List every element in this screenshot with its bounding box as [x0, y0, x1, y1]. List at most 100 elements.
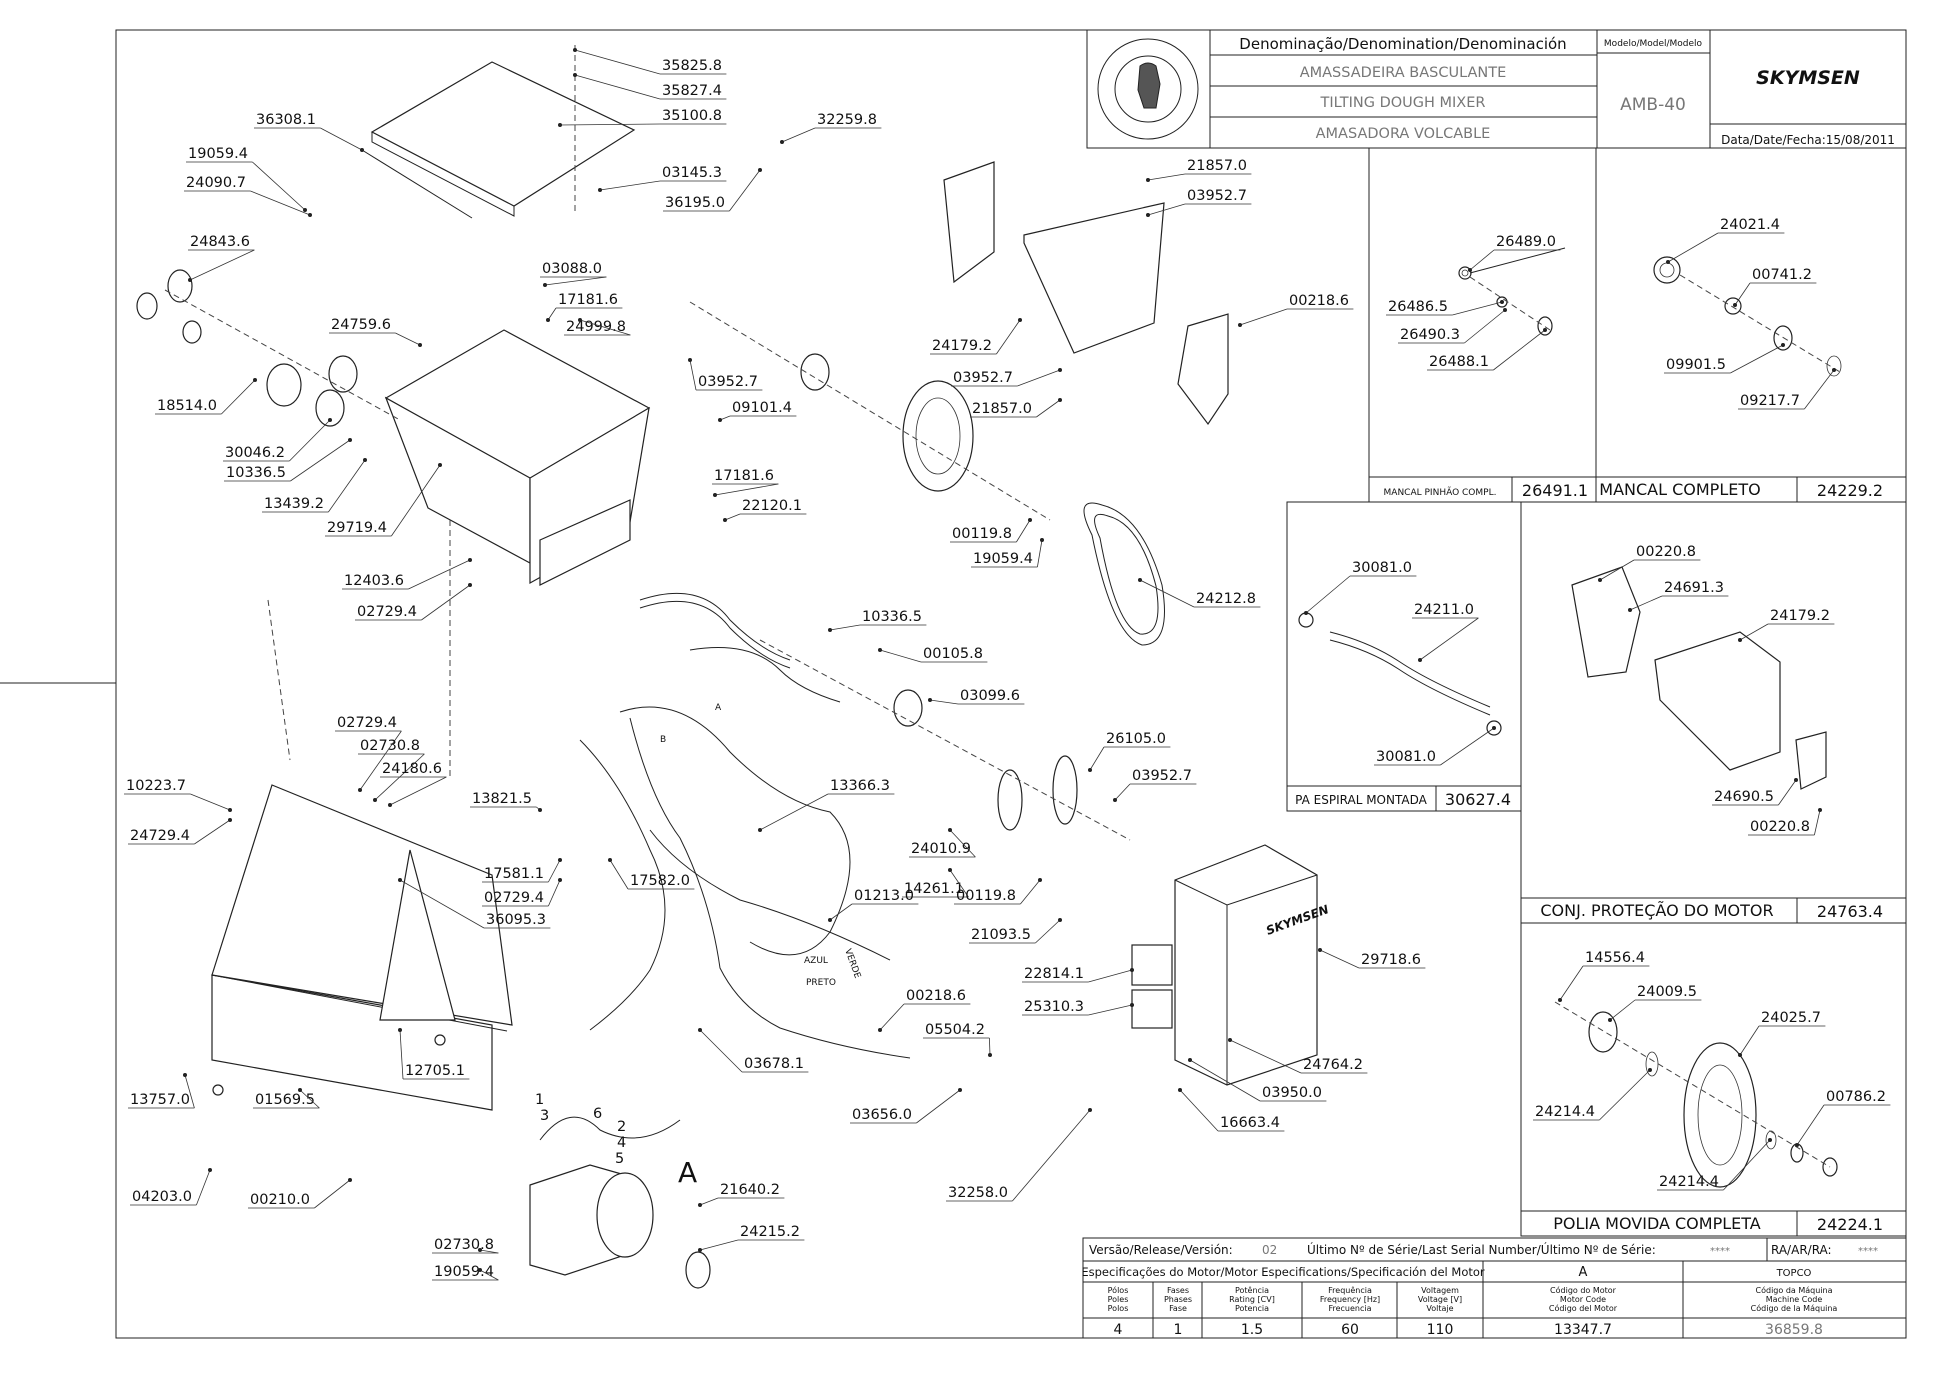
wire-label-verde: VERDE	[842, 948, 862, 981]
panel-mancal-pinhao-label-1-leader-dot	[1500, 300, 1504, 304]
part-label-24179-2-24-leader-dot	[1018, 318, 1022, 322]
denomination-header: Denominação/Denomination/Denominación	[1239, 35, 1566, 53]
panel-protecao-motor-label-3-leader-dot	[1794, 778, 1798, 782]
seal-logo	[1097, 38, 1199, 140]
part-label-03656-0-64-leader-dot	[958, 1088, 962, 1092]
part-label-10336-5-34: 10336.5	[862, 609, 922, 625]
part-label-24180-6-41: 24180.6	[382, 761, 442, 777]
spec-header-2-1: Rating [CV]	[1229, 1295, 1275, 1304]
part-label-00119-8-52-leader-dot	[1038, 878, 1042, 882]
panel-mancal-completo-label-2-leader-dot	[1781, 343, 1785, 347]
panel-protecao-motor-label-1: 24691.3	[1664, 580, 1724, 596]
part-label-36095-3-49: 36095.3	[486, 912, 546, 928]
part-label-21640-2-72-leader	[699, 1197, 719, 1206]
name-es: AMASADORA VOLCABLE	[1316, 126, 1491, 142]
panel-mancal-completo-label-3-leader-dot	[1832, 368, 1836, 372]
mixing-bowl-body	[267, 329, 651, 780]
ra-label: RA/AR/RA:	[1771, 1243, 1832, 1257]
part-label-00210-0-69-leader-dot	[348, 1178, 352, 1182]
spec-header-0-0: Pólos	[1108, 1285, 1129, 1295]
spec-header-4-2: Voltaje	[1426, 1304, 1453, 1313]
part-label-03145-3-6: 03145.3	[662, 165, 722, 181]
part-label-22814-1-57-leader-dot	[1130, 968, 1134, 972]
panel-polia-movida-label-2: 24025.7	[1761, 1010, 1821, 1026]
part-label-16663-4-67-leader	[1179, 1089, 1219, 1132]
part-label-03678-1-63: 03678.1	[744, 1056, 804, 1072]
part-label-10336-5-16-leader-dot	[348, 438, 352, 442]
part-label-12705-1-60-leader-dot	[398, 1028, 402, 1032]
part-label-17181-6-29-leader-dot	[713, 493, 717, 497]
part-label-17582-0-48-leader	[609, 859, 629, 890]
panel-mancal-completo-label-3: 09217.7	[1740, 393, 1800, 409]
part-label-32259-8-4-leader	[781, 127, 816, 143]
part-label-02729-4-39: 02729.4	[337, 715, 397, 731]
panel-mancal-completo-label-2: 09901.5	[1666, 357, 1726, 373]
panel-polia-movida-label-4-leader	[1796, 1104, 1825, 1146]
panel-polia-movida-label-2-leader	[1739, 1025, 1760, 1056]
spec-value-0: 4	[1114, 1322, 1123, 1338]
panel-code-mancal-pinhao: 26491.1	[1522, 481, 1588, 500]
part-label-03952-7-22-leader	[1147, 203, 1186, 216]
panel-protecao-motor-label-2-leader	[1739, 623, 1769, 641]
version-value: 02	[1262, 1243, 1277, 1257]
part-label-13366-3-45-leader-dot	[758, 828, 762, 832]
part-label-35100-8-2: 35100.8	[662, 108, 722, 124]
serial-value: ****	[1710, 1246, 1730, 1257]
part-label-24764-2-65: 24764.2	[1303, 1057, 1363, 1073]
part-label-19059-4-32-leader-dot	[1040, 538, 1044, 542]
spec-header-1-2: Fase	[1169, 1304, 1187, 1313]
panel-polia-movida-label-3-leader-dot	[1648, 1068, 1652, 1072]
part-label-02730-8-40-leader-dot	[373, 798, 377, 802]
panel-label-protecao-motor: CONJ. PROTEÇÃO DO MOTOR	[1540, 901, 1773, 920]
part-label-32259-8-4-leader-dot	[780, 140, 784, 144]
part-label-19059-4-71-leader-dot	[478, 1268, 482, 1272]
part-label-00218-6-55-leader	[879, 1003, 905, 1031]
part-label-03952-7-25-leader	[1017, 369, 1061, 387]
mancal-completo-illustration	[1653, 256, 1842, 377]
part-label-03952-7-38-leader	[1114, 783, 1131, 801]
part-label-29718-6-59: 29718.6	[1361, 952, 1421, 968]
panel-pa-espiral-label-2-leader-dot	[1492, 726, 1496, 730]
part-label-22120-1-30-leader	[724, 513, 741, 521]
part-label-24215-2-73: 24215.2	[740, 1224, 800, 1240]
part-label-03088-0-10-leader	[544, 276, 607, 286]
part-label-13439-2-17-leader	[328, 459, 366, 513]
spec-header-2-0: Potência	[1235, 1285, 1269, 1295]
spec-value-3: 60	[1341, 1322, 1359, 1338]
part-label-36095-3-49-leader-dot	[398, 878, 402, 882]
protecao-motor-illustration	[1571, 566, 1827, 790]
panel-protecao-motor-label-0: 00220.8	[1636, 544, 1696, 560]
panel-protecao-motor-label-2-leader-dot	[1738, 638, 1742, 642]
part-label-26105-0-37-leader-dot	[1088, 768, 1092, 772]
panel-mancal-pinhao-label-2-leader-dot	[1503, 308, 1507, 312]
panel-code-protecao-motor: 24763.4	[1817, 902, 1883, 921]
drive-belt	[1083, 502, 1165, 646]
panel-label-mancal-pinhao: MANCAL PINHÃO COMPL.	[1384, 487, 1497, 498]
spec-value-6: 36859.8	[1765, 1322, 1823, 1338]
part-label-24729-4-43: 24729.4	[130, 828, 190, 844]
part-label-36195-0-8: 36195.0	[665, 195, 725, 211]
part-label-03088-0-10-leader-dot	[543, 283, 547, 287]
motor-letter-a: A	[678, 1156, 697, 1189]
part-label-10336-5-34-leader	[829, 624, 861, 631]
part-label-02730-8-70-leader-dot	[478, 1248, 482, 1252]
part-label-10223-7-42-leader	[190, 793, 231, 811]
part-label-24215-2-73-leader	[699, 1239, 739, 1251]
panel-pa-espiral-label-2-leader	[1440, 727, 1495, 766]
panel-polia-movida-label-4-leader-dot	[1795, 1143, 1799, 1147]
part-label-24729-4-43-leader	[194, 819, 231, 845]
part-label-13821-5-44-leader-dot	[538, 808, 542, 812]
part-label-03656-0-64: 03656.0	[852, 1107, 912, 1123]
name-en: TILTING DOUGH MIXER	[1320, 95, 1486, 111]
part-label-24180-6-41-leader-dot	[388, 803, 392, 807]
panel-polia-movida-label-0: 14556.4	[1585, 950, 1645, 966]
panel-polia-movida-label-0-leader	[1559, 965, 1584, 1001]
spec-header-4-1: Voltage [V]	[1418, 1295, 1462, 1304]
part-label-02729-4-47: 02729.4	[484, 890, 544, 906]
panel-mancal-pinhao-label-0-leader-dot	[1468, 268, 1472, 272]
part-label-12403-6-19-leader-dot	[468, 558, 472, 562]
part-label-24215-2-73-leader-dot	[698, 1248, 702, 1252]
panel-mancal-completo-label-0: 24021.4	[1720, 217, 1780, 233]
panel-mancal-pinhao-label-1-leader	[1452, 301, 1503, 316]
part-label-22814-1-57-leader	[1088, 969, 1133, 983]
